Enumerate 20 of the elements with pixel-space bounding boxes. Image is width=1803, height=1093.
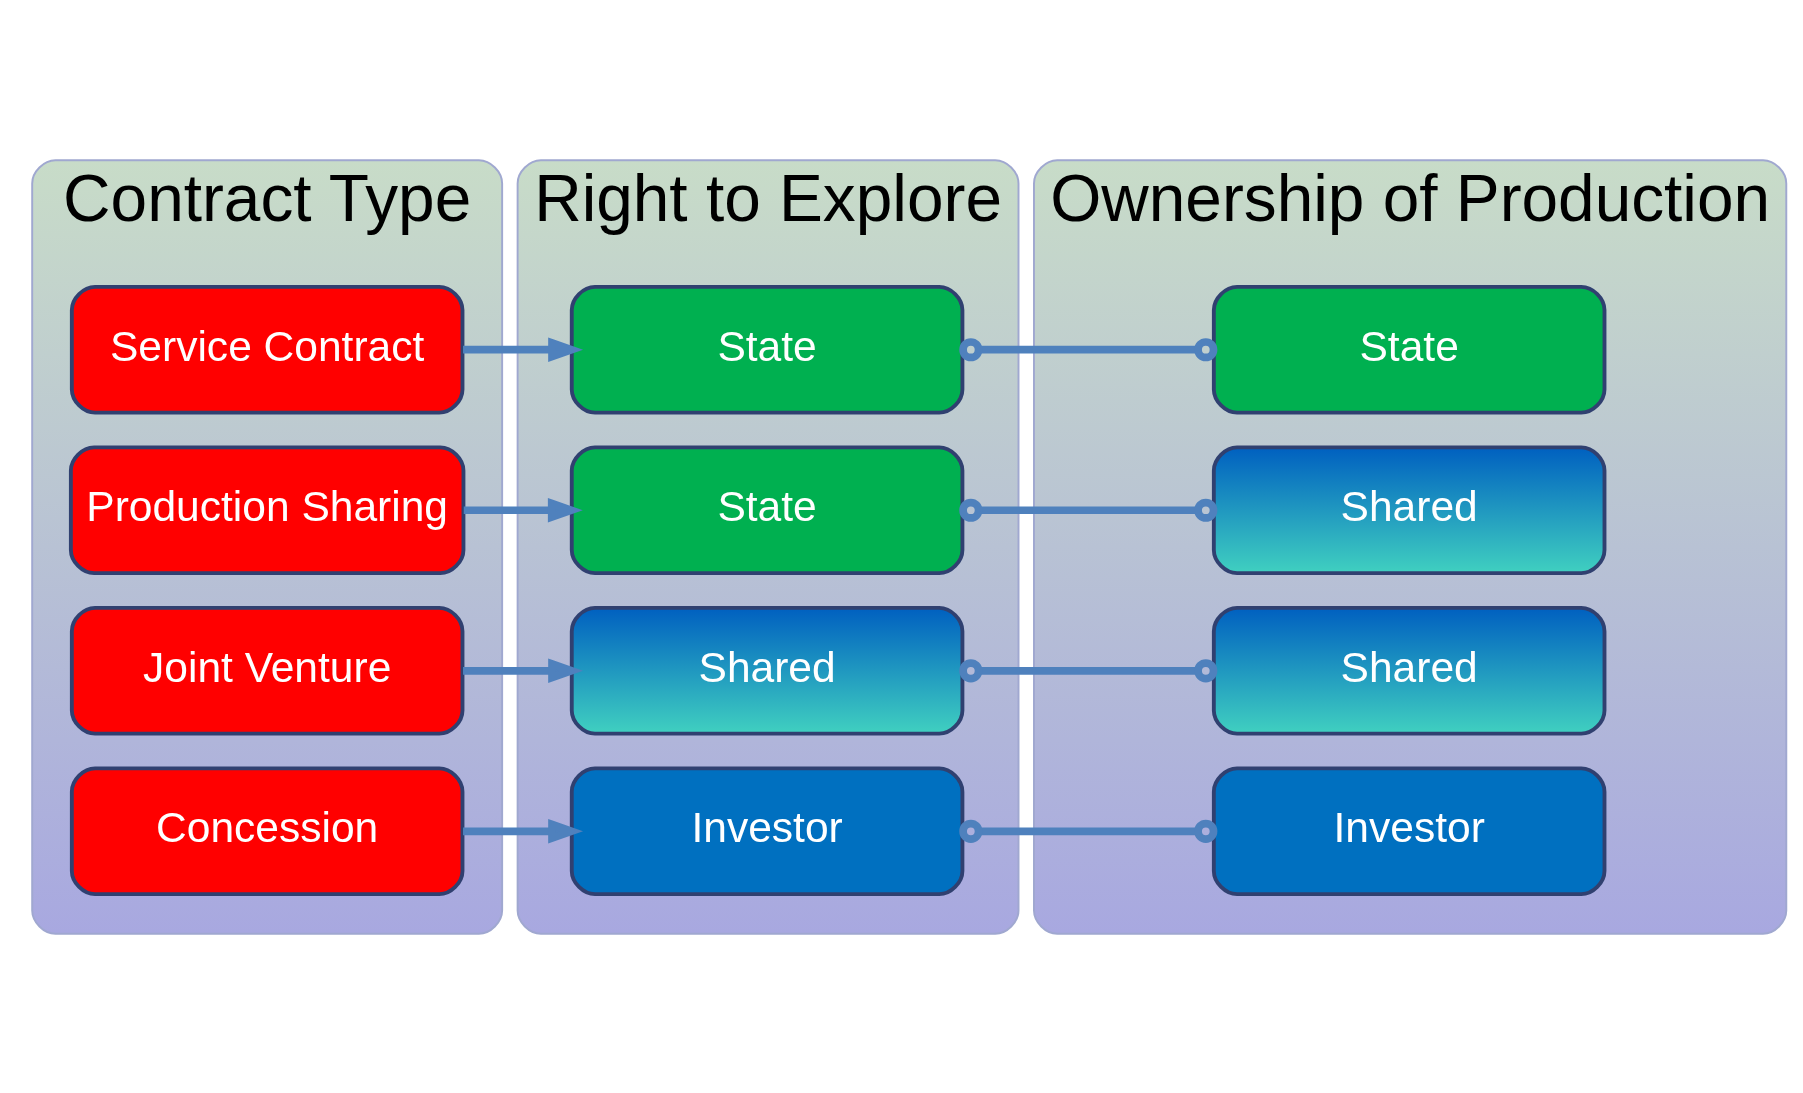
node-box: Shared bbox=[1211, 605, 1607, 736]
node-box: Concession bbox=[69, 766, 465, 896]
node-box: Service Contract bbox=[69, 284, 465, 415]
arrow bbox=[463, 818, 584, 843]
node-box: Shared bbox=[569, 605, 965, 736]
node-box: Investor bbox=[1211, 766, 1607, 896]
arrow bbox=[463, 658, 584, 683]
node-box: Production Sharing bbox=[68, 444, 466, 575]
node-box: State bbox=[1211, 284, 1607, 415]
node-box: Shared bbox=[1211, 444, 1607, 575]
arrow bbox=[463, 337, 584, 362]
node-box: State bbox=[569, 284, 965, 415]
node-box: Investor bbox=[569, 766, 965, 896]
connector bbox=[959, 819, 1218, 843]
connector bbox=[959, 658, 1218, 682]
connector bbox=[959, 498, 1218, 522]
connector bbox=[959, 337, 1218, 361]
node-box: State bbox=[569, 444, 965, 575]
arrow bbox=[463, 497, 583, 522]
node-box: Joint Venture bbox=[69, 605, 465, 736]
